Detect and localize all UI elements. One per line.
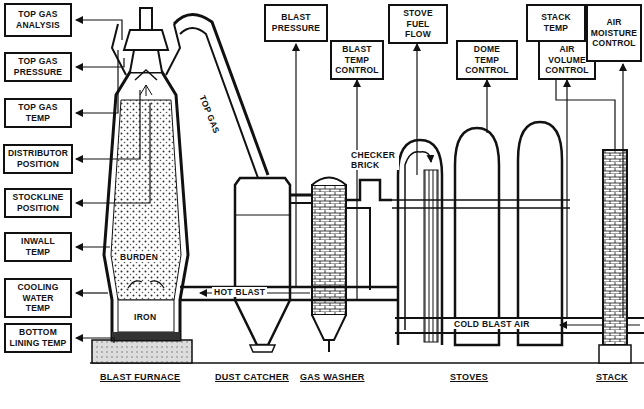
instrument-box: STOCKLINE POSITION bbox=[4, 188, 72, 218]
part-label: TOP GAS bbox=[197, 92, 223, 137]
box-label: AIR VOLUME CONTROL bbox=[543, 44, 591, 76]
box-label: DISTRIBUTOR POSITION bbox=[8, 148, 68, 169]
instrument-box: BOTTOM LINING TEMP bbox=[4, 323, 72, 353]
section-caption: STOVES bbox=[450, 372, 488, 383]
instrument-box: TOP GAS TEMP bbox=[4, 98, 72, 128]
box-label: INWALL TEMP bbox=[9, 236, 67, 257]
box-label: STOCKLINE POSITION bbox=[9, 192, 67, 213]
box-label: TOP GAS ANALYSIS bbox=[9, 9, 67, 30]
part-label: HOT BLAST bbox=[212, 287, 267, 297]
instrument-box: STACK TEMP bbox=[526, 4, 586, 42]
instrument-box: DOME TEMP CONTROL bbox=[456, 40, 518, 80]
section-caption: STACK bbox=[596, 372, 628, 383]
part-label: COLD BLAST AIR bbox=[452, 319, 532, 329]
instrument-box: INWALL TEMP bbox=[4, 232, 72, 262]
instrument-box: DISTRIBUTOR POSITION bbox=[3, 144, 73, 174]
instrument-box: STOVE FUEL FLOW bbox=[388, 4, 448, 44]
instrument-box: TOP GAS ANALYSIS bbox=[4, 3, 72, 37]
section-caption: GAS WASHER bbox=[300, 372, 365, 383]
box-label: BLAST PRESSURE bbox=[269, 12, 323, 33]
instrument-box: TOP GAS PRESSURE bbox=[4, 52, 72, 82]
instrument-box: AIR MOISTURE CONTROL bbox=[586, 4, 642, 62]
box-label: STOVE FUEL FLOW bbox=[393, 8, 443, 40]
part-label: IRON bbox=[132, 312, 158, 322]
box-label: BLAST TEMP CONTROL bbox=[335, 44, 379, 76]
box-label: COOLING WATER TEMP bbox=[9, 282, 67, 314]
instrument-box: BLAST PRESSURE bbox=[264, 4, 328, 42]
box-label: BOTTOM LINING TEMP bbox=[9, 327, 67, 348]
instrument-box: BLAST TEMP CONTROL bbox=[330, 40, 384, 80]
box-label: TOP GAS PRESSURE bbox=[9, 56, 67, 77]
box-label: TOP GAS TEMP bbox=[9, 102, 67, 123]
part-label: CHECKER BRICK bbox=[349, 150, 399, 170]
instrument-box: COOLING WATER TEMP bbox=[4, 278, 72, 318]
box-label: AIR MOISTURE CONTROL bbox=[591, 17, 637, 49]
box-label: STACK TEMP bbox=[531, 12, 581, 33]
section-caption: DUST CATCHER bbox=[215, 372, 289, 383]
part-label: BURDEN bbox=[118, 252, 160, 262]
box-label: DOME TEMP CONTROL bbox=[461, 44, 513, 76]
section-caption: BLAST FURNACE bbox=[100, 372, 180, 383]
